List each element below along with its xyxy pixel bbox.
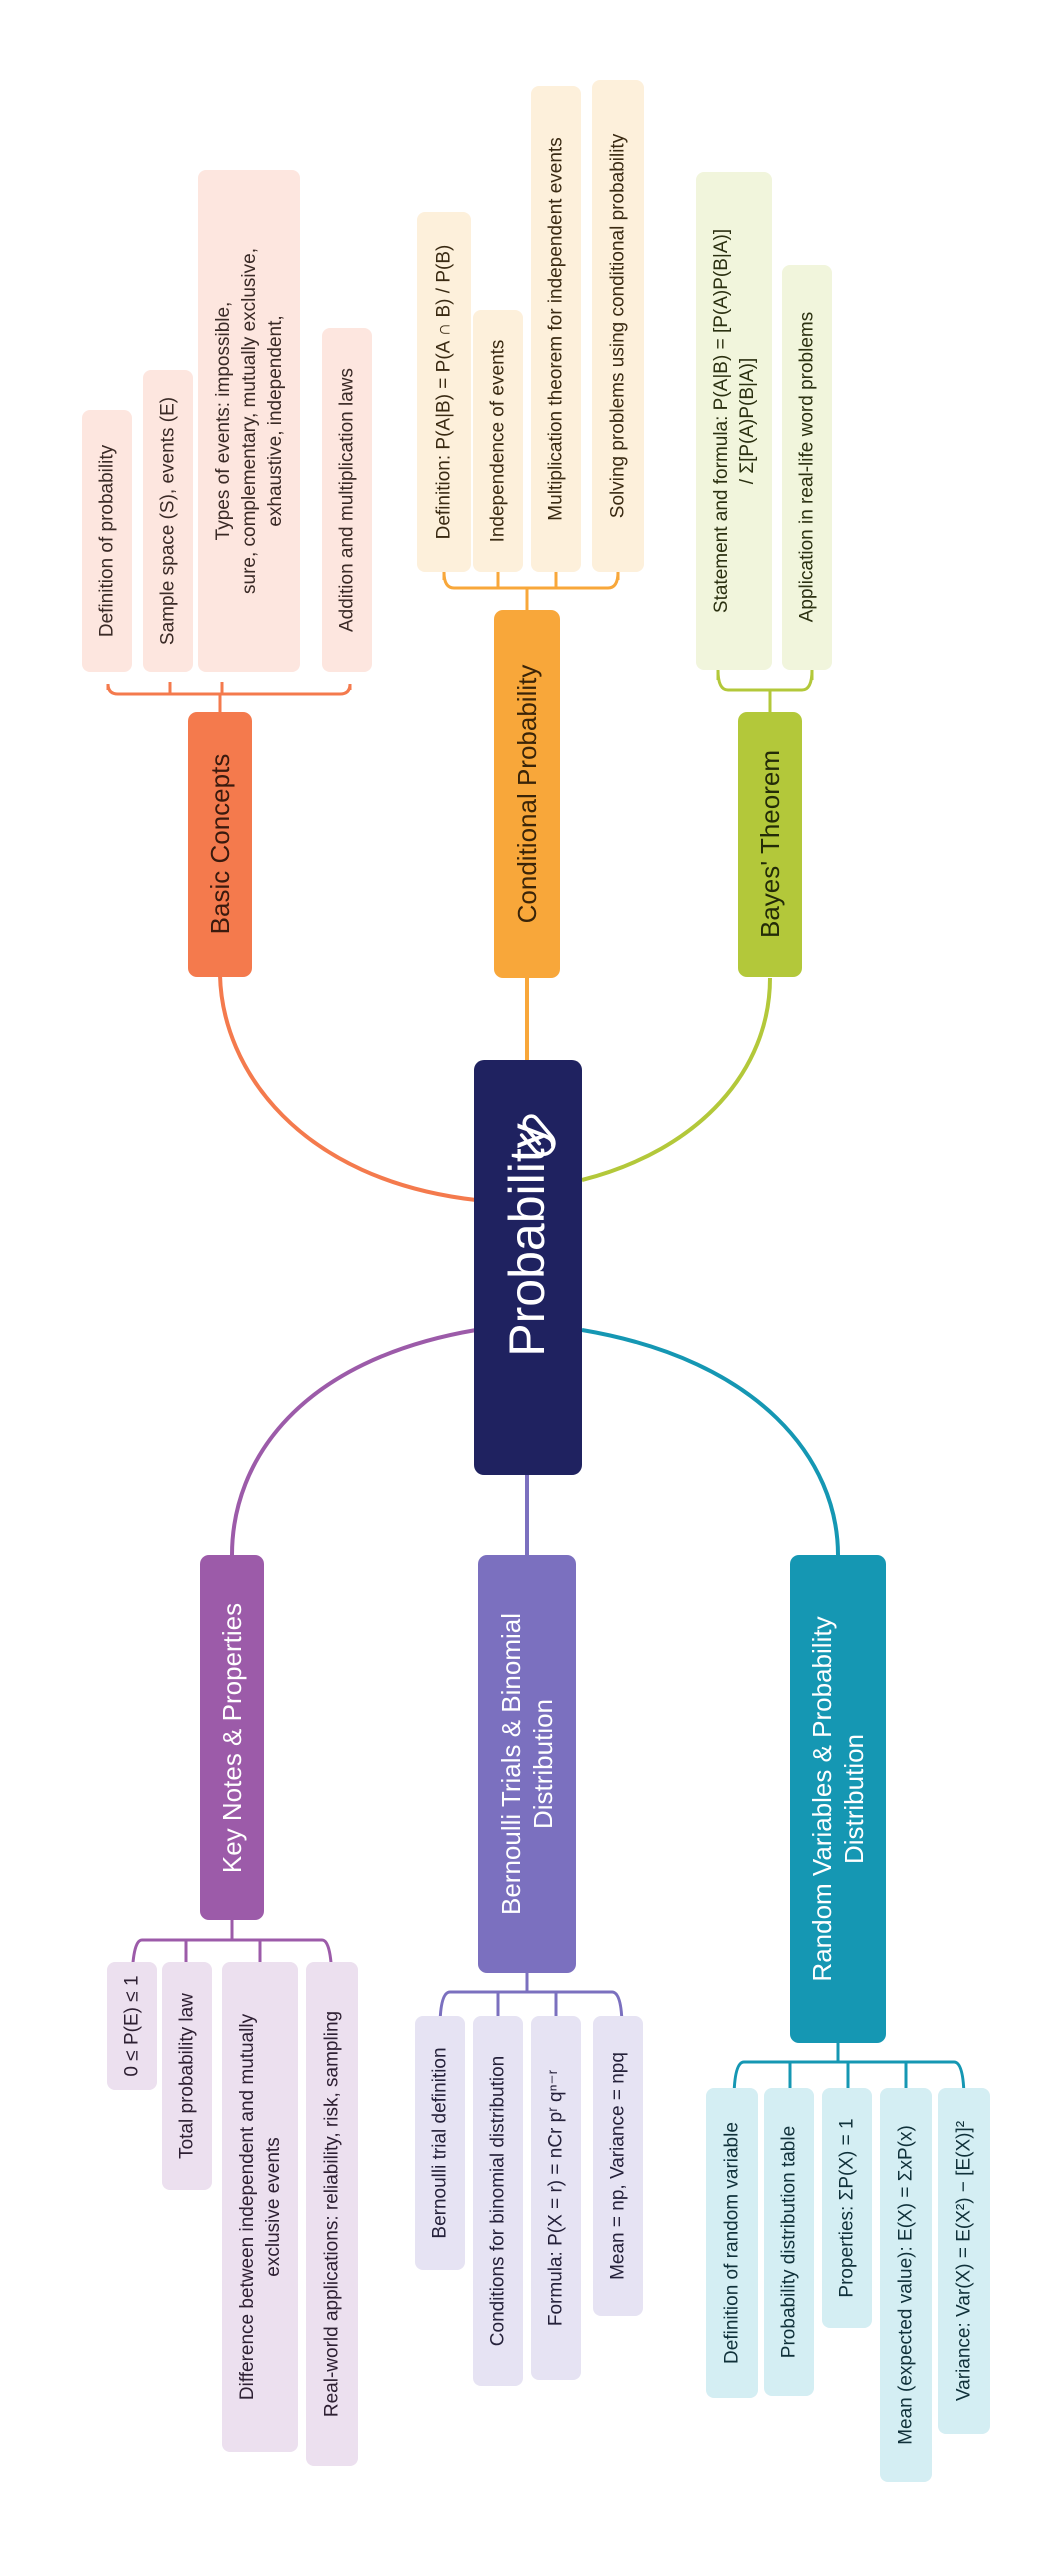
svg-text:Solving problems using conditi: Solving problems using conditional proba… [608,133,629,518]
svg-text:Mean = np, Variance = npq: Mean = np, Variance = npq [608,2052,629,2280]
leaf-item[interactable]: Formula: P(X = r) = nCr pʳ qⁿ⁻ʳ [531,2016,581,2380]
branch-basic-concepts[interactable]: Basic Concepts [188,712,252,977]
leaf-item[interactable]: Independence of events [473,310,523,572]
svg-text:Multiplication theorem for ind: Multiplication theorem for independent e… [546,137,567,520]
leaf-item[interactable]: Real-world applications: reliability, ri… [306,1962,358,2466]
leaf-item[interactable]: Bernoulli trial definition [415,2016,465,2270]
svg-text:Definition of random variable: Definition of random variable [722,2122,743,2364]
leaf-connectors [106,571,966,2101]
branch-title: Conditional Probability [512,665,542,924]
leaf-item[interactable]: Conditions for binomial distribution [473,2016,523,2386]
leaf-item[interactable]: Addition and multiplication laws [322,328,372,672]
leaves-bayes-theorem: Statement and formula: P(A|B) = [P(A)P(B… [696,172,832,670]
branch-node-box [494,610,560,978]
svg-text:Properties: ΣP(X) = 1: Properties: ΣP(X) = 1 [837,2118,858,2297]
central-node[interactable]: Probability [474,1060,582,1475]
branch-node-box [200,1555,264,1920]
svg-text:Variance: Var(X) = E(X²) − [E(: Variance: Var(X) = E(X²) − [E(X)]² [954,2121,975,2401]
leaf-item[interactable]: Definition of random variable [706,2088,758,2398]
svg-text:Independence of events: Independence of events [488,340,509,543]
leaf-item[interactable]: Types of events: impossible,sure, comple… [198,170,300,672]
leaf-text-line: Difference between independent and mutua… [237,2013,258,2400]
branch-title: Bernoulli Trials & BinomialDistribution [496,1613,558,1915]
branch-conditional-probability[interactable]: Conditional Probability [494,610,560,978]
leaf-item[interactable]: Sample space (S), events (E) [143,370,193,672]
leaf-item[interactable]: Difference between independent and mutua… [222,1962,298,2452]
branch-title: Basic Concepts [205,754,235,935]
connector-key-notes [230,1328,477,1556]
central-title: Probability [499,1123,555,1356]
leaf-item[interactable]: 0 ≤ P(E) ≤ 1 [107,1962,157,2090]
leaf-item[interactable]: Solving problems using conditional proba… [592,80,644,572]
svg-text:Conditions for binomial distri: Conditions for binomial distribution [488,2056,509,2346]
leaves-key-notes: 0 ≤ P(E) ≤ 1 Total probability law Diffe… [107,1962,358,2466]
branch-title: Key Notes & Properties [217,1603,247,1873]
branch-title: Bayes' Theorem [755,750,785,938]
svg-text:Probability distribution table: Probability distribution table [779,2126,800,2358]
leaf-item[interactable]: Statement and formula: P(A|B) = [P(A)P(B… [696,172,772,670]
leaf-item[interactable]: Probability distribution table [764,2088,814,2396]
leaf-item[interactable]: Mean = np, Variance = npq [593,2016,643,2316]
branch-node-box [188,712,252,977]
leaf-item[interactable]: Mean (expected value): E(X) = ΣxP(x) [880,2088,932,2482]
leaf-text-line: Types of events: impossible, [213,302,234,541]
branch-random-variables[interactable]: Random Variables & ProbabilityDistributi… [790,1555,886,2043]
svg-text:Definition of probability: Definition of probability [97,444,118,637]
svg-text:0 ≤ P(E) ≤ 1: 0 ≤ P(E) ≤ 1 [122,1975,143,2076]
svg-text:Definition: P(A|B) = P(A ∩ B): Definition: P(A|B) = P(A ∩ B) / P(B) [434,245,455,540]
svg-text:Sample space (S), events (E): Sample space (S), events (E) [158,397,179,645]
central-node-box [474,1060,582,1475]
connector-basic-concepts [218,974,477,1202]
leaf-item[interactable]: Definition: P(A|B) = P(A ∩ B) / P(B) [417,212,471,572]
leaf-multiline-text-keynotes: Difference between independent and mutua… [237,2013,284,2400]
leaf-text-line: Statement and formula: P(A|B) = [P(A)P(B… [711,229,732,613]
leaves-binomial: Bernoulli trial definition Conditions fo… [415,2016,643,2386]
leaf-text-line: / Σ[P(A)P(B|A)] [737,358,758,484]
connector-random-variables [581,1328,840,1556]
svg-text:Real-world applications: relia: Real-world applications: reliability, ri… [322,2011,343,2417]
connector-bayes-theorem [581,977,772,1182]
branch-bayes-theorem[interactable]: Bayes' Theorem [738,712,802,977]
leaf-item[interactable]: Definition of probability [82,410,132,672]
leaves-random-variables: Definition of random variable Probabilit… [706,2088,990,2482]
leaf-text-line: sure, complementary, mutually exclusive, [239,248,260,594]
paperclip-icon [519,1114,556,1156]
leaves-conditional-probability: Definition: P(A|B) = P(A ∩ B) / P(B) Ind… [417,80,644,572]
leaf-text-line: exclusive events [263,2137,284,2276]
leaf-item[interactable]: Total probability law [162,1962,212,2190]
leaf-multiline-text: Types of events: impossible,sure, comple… [213,248,286,594]
branch-node-box [790,1555,886,2043]
leaf-item[interactable]: Application in real-life word problems [782,265,832,670]
branch-node-box [478,1555,576,1973]
leaf-multiline-text-bayes: Statement and formula: P(A|B) = [P(A)P(B… [711,229,758,613]
branch-node-box [738,712,802,977]
svg-text:Formula: P(X = r) = nCr pʳ qⁿ⁻: Formula: P(X = r) = nCr pʳ qⁿ⁻ʳ [546,2069,567,2326]
svg-text:Bernoulli trial definition: Bernoulli trial definition [430,2047,451,2238]
branch-key-notes[interactable]: Key Notes & Properties [200,1555,264,1920]
svg-text:Application in real-life word: Application in real-life word problems [797,312,818,622]
connectors [218,974,840,1556]
leaf-item[interactable]: Variance: Var(X) = E(X²) − [E(X)]² [938,2088,990,2434]
leaf-item[interactable]: Multiplication theorem for independent e… [531,86,581,572]
leaf-text-line: exhaustive, independent, [265,315,286,526]
branch-binomial[interactable]: Bernoulli Trials & BinomialDistribution [478,1555,576,1973]
svg-text:Total probability law: Total probability law [177,1993,198,2159]
svg-text:Mean (expected value): E(X) =: Mean (expected value): E(X) = ΣxP(x) [896,2125,917,2445]
leaf-item[interactable]: Properties: ΣP(X) = 1 [822,2088,872,2328]
svg-text:Addition and multiplication la: Addition and multiplication laws [337,368,358,632]
leaves-basic-concepts: Definition of probability Sample space (… [82,170,372,672]
branch-title: Random Variables & ProbabilityDistributi… [807,1616,869,1981]
